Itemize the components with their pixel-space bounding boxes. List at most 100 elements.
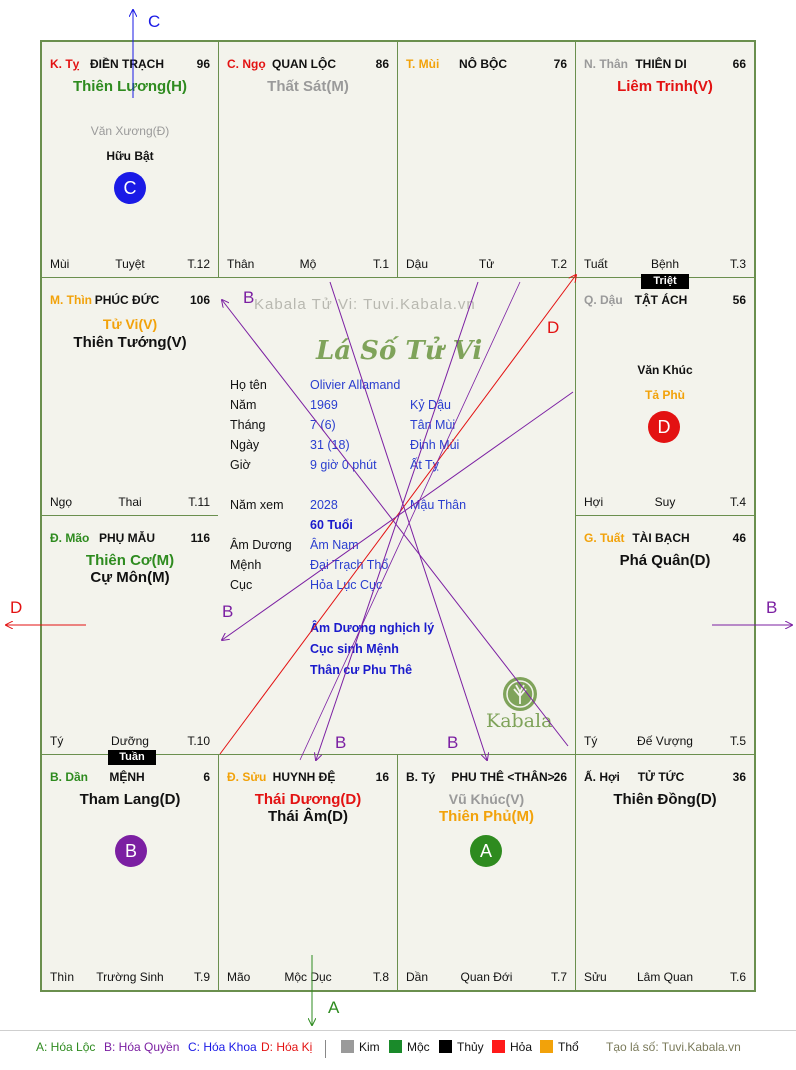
watermark-text: Kabala Tử Vi: Tuvi.Kabala.vn bbox=[254, 296, 476, 313]
footer-stage: Thai bbox=[118, 495, 142, 509]
palace-name: QUAN LỘC bbox=[272, 57, 336, 71]
info-value: Đại Trạch Thổ bbox=[310, 558, 389, 572]
info-label: Cục bbox=[230, 578, 253, 592]
hoa-quyen-badge: B bbox=[115, 835, 147, 867]
palace-name: HUYNH ĐỆ bbox=[272, 770, 336, 784]
legend-label: Thổ bbox=[558, 1040, 579, 1054]
line-letter-b: B bbox=[243, 288, 255, 307]
palace-name: PHỤ MẪU bbox=[99, 531, 155, 545]
footer-month: T.1 bbox=[372, 257, 389, 271]
info-value: 2028 bbox=[310, 498, 338, 512]
hoa-swatch-icon bbox=[492, 1040, 505, 1053]
footer-stage: Tuyệt bbox=[115, 257, 145, 271]
footer-branch: Mão bbox=[227, 970, 251, 984]
note-line: Thân cư Phu Thê bbox=[310, 663, 413, 677]
palace-number: 106 bbox=[189, 293, 210, 307]
palace-number: 56 bbox=[732, 293, 746, 307]
palace-can: B. Dần bbox=[50, 770, 89, 784]
line-letter-b: B bbox=[335, 733, 347, 752]
legend-label: D: Hóa Kị bbox=[261, 1040, 313, 1054]
notes: Âm Dương nghịch lý Cục sinh Mệnh Thân cư… bbox=[310, 618, 434, 681]
palace-name: THIÊN DI bbox=[635, 57, 687, 71]
triet-tag: Triệt bbox=[641, 274, 689, 289]
palace-thien-di: N. Thân THIÊN DI 66 Liêm Trinh(V) Tuất B… bbox=[575, 41, 755, 278]
palace-name: TÀI BẠCH bbox=[632, 531, 690, 545]
palace-tat-ach: Q. Dậu TẬT ÁCH 56 Văn Khúc Tả Phù D Hợi … bbox=[575, 277, 755, 516]
footer-month: T.5 bbox=[729, 734, 746, 748]
footer-branch: Tý bbox=[50, 734, 64, 748]
footer-month: T.7 bbox=[550, 970, 567, 984]
palace-can: Q. Dậu bbox=[584, 293, 623, 307]
footer-stage: Lâm Quan bbox=[636, 970, 694, 984]
major-star: Thái Dương(D) bbox=[254, 791, 362, 808]
footer-branch: Dần bbox=[406, 970, 429, 984]
info-value: 9 giờ 0 phút bbox=[310, 458, 377, 472]
footer-branch: Tuất bbox=[584, 257, 608, 271]
footer-month: T.10 bbox=[187, 734, 210, 748]
line-letter-d: D bbox=[547, 318, 560, 337]
legend-thuy: Thủy bbox=[439, 1040, 484, 1054]
footer-branch: Sửu bbox=[584, 970, 607, 984]
footer-branch: Hợi bbox=[584, 495, 604, 509]
footer-branch: Tý bbox=[584, 734, 598, 748]
info-label: Họ tên bbox=[230, 378, 267, 392]
palace-number: 16 bbox=[375, 770, 389, 784]
footer-branch: Mùi bbox=[50, 257, 70, 271]
footer-stage: Dưỡng bbox=[111, 734, 149, 748]
edge-letter-c: C bbox=[148, 12, 161, 31]
minor-star: Tả Phù bbox=[644, 388, 685, 402]
legend-hoa-quyen: B: Hóa Quyền bbox=[104, 1040, 179, 1054]
major-star: Thiên Phủ(M) bbox=[439, 808, 534, 825]
palace-can: G. Tuất bbox=[584, 531, 625, 545]
major-star: Cự Môn(M) bbox=[90, 569, 170, 586]
palace-number: 66 bbox=[732, 57, 746, 71]
palace-dien-trach: K. Tỵ ĐIỀN TRẠCH 96 Thiên Lương(H) Văn X… bbox=[41, 41, 219, 278]
major-star: Phá Quân(D) bbox=[619, 552, 711, 569]
palace-number: 76 bbox=[553, 57, 567, 71]
legend-label: C: Hóa Khoa bbox=[188, 1040, 257, 1054]
site-credit-link[interactable]: Tạo lá số: Tuvi.Kabala.vn bbox=[606, 1040, 741, 1054]
legend-label: Kim bbox=[359, 1040, 380, 1054]
info-value: Âm Nam bbox=[310, 538, 359, 552]
palace-can: T. Mùi bbox=[406, 57, 440, 71]
major-star: Liêm Trinh(V) bbox=[617, 78, 713, 95]
major-star: Thiên Cơ(M) bbox=[85, 552, 175, 569]
note-line: Âm Dương nghịch lý bbox=[310, 621, 435, 635]
legend-label: Thủy bbox=[457, 1040, 484, 1054]
palace-can: B. Tý bbox=[406, 770, 436, 784]
footer-stage: Đế Vượng bbox=[637, 734, 693, 748]
footer-branch: Thân bbox=[227, 257, 255, 271]
palace-can: C. Ngọ bbox=[227, 57, 266, 71]
palace-tai-bach: G. Tuất TÀI BẠCH 46 Phá Quân(D) Tý Đế Vư… bbox=[575, 515, 755, 755]
tho-swatch-icon bbox=[540, 1040, 553, 1053]
legend-moc: Mộc bbox=[389, 1040, 430, 1054]
palace-phu-mau: Đ. Mão PHỤ MẪU 116 Thiên Cơ(M) Cự Môn(M)… bbox=[41, 515, 219, 755]
moc-swatch-icon bbox=[389, 1040, 402, 1053]
legend-kim: Kim bbox=[341, 1040, 380, 1054]
palace-can: K. Tỵ bbox=[50, 57, 80, 71]
palace-can: N. Thân bbox=[584, 57, 628, 71]
hoa-ki-badge: D bbox=[648, 411, 680, 443]
palace-can: Đ. Sửu bbox=[227, 770, 267, 784]
palace-no-boc: T. Mùi NÔ BỘC 76 Dậu Tử T.2 bbox=[397, 41, 576, 278]
footer-month: T.2 bbox=[550, 257, 567, 271]
major-star: Thiên Lương(H) bbox=[72, 78, 187, 95]
palace-number: 36 bbox=[732, 770, 746, 784]
palace-menh: B. Dần MỆNH 6 Tham Lang(D) B Thìn Trường… bbox=[41, 754, 219, 991]
major-star: Thất Sát(M) bbox=[267, 78, 349, 95]
info-value: 60 Tuổi bbox=[310, 518, 353, 532]
palace-quan-loc: C. Ngọ QUAN LỘC 86 Thất Sát(M) Thân Mộ T… bbox=[218, 41, 398, 278]
note-line: Cục sinh Mệnh bbox=[310, 642, 399, 656]
minor-star: Văn Xương(Đ) bbox=[90, 124, 170, 138]
palace-number: 86 bbox=[375, 57, 389, 71]
footer-month: T.8 bbox=[372, 970, 389, 984]
hoa-khoa-badge: C bbox=[114, 172, 146, 204]
footer-month: T.3 bbox=[729, 257, 746, 271]
footer-branch: Ngọ bbox=[50, 495, 73, 509]
palace-phu-the: B. Tý PHU THÊ <THÂN> 26 Vũ Khúc(V) Thiên… bbox=[397, 754, 576, 991]
kabala-logo-text: Kabala bbox=[486, 710, 553, 732]
palace-name: NÔ BỘC bbox=[459, 57, 507, 71]
info-label: Năm xem bbox=[230, 498, 284, 512]
kabala-tree-icon bbox=[500, 674, 540, 714]
